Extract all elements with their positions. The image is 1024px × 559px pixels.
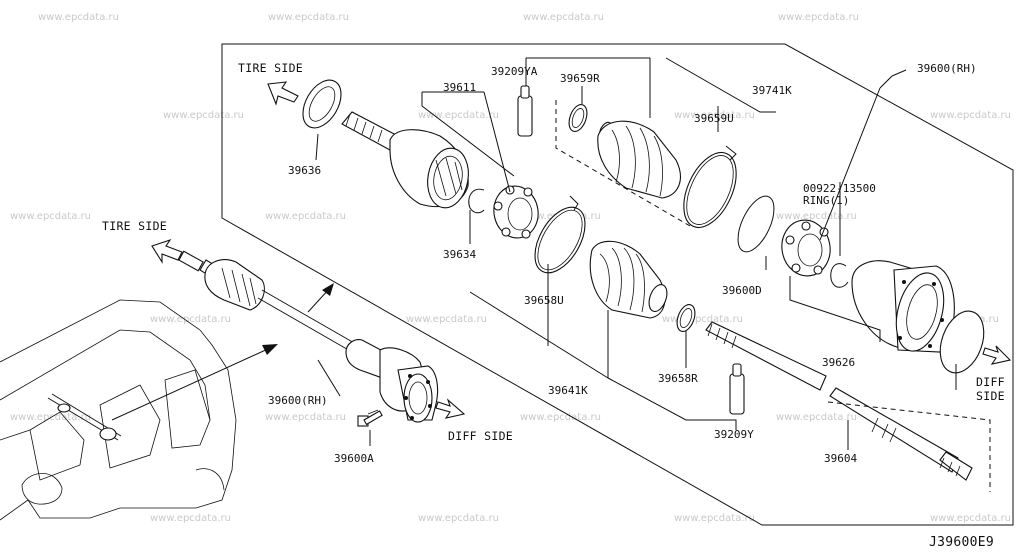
pointer-arrow	[111, 344, 278, 421]
exploded-view-frame	[221, 43, 1014, 526]
label-39209YA: 39209YA	[491, 65, 538, 78]
small-shaft-in-vehicle	[47, 393, 122, 441]
label-39600-rh-top: 39600(RH)	[917, 62, 977, 75]
watermark: www.epcdata.ru	[776, 412, 857, 423]
vehicle-outline	[0, 299, 237, 521]
watermark: www.epcdata.ru	[520, 412, 601, 423]
watermark: www.epcdata.ru	[778, 12, 859, 23]
label-39600-rh-assembly: 39600(RH)	[268, 394, 328, 407]
tire-side-label-top: TIRE SIDE	[238, 61, 303, 75]
part-39659R-shape	[568, 104, 588, 132]
part-39658U-shape	[534, 195, 586, 274]
watermark: www.epcdata.ru	[150, 513, 231, 524]
dashed-guides	[555, 100, 991, 492]
label-ring: RING(1)	[803, 194, 849, 207]
part-39604-shaft	[705, 321, 973, 481]
watermark: www.epcdata.ru	[662, 314, 743, 325]
label-39636: 39636	[288, 164, 321, 177]
label-39641K: 39641K	[548, 384, 588, 397]
tire-side-arrow-top	[267, 81, 299, 106]
label-39659R: 39659R	[560, 72, 600, 85]
part-39641K-boot	[589, 240, 668, 319]
label-39604: 39604	[824, 452, 857, 465]
watermark: www.epcdata.ru	[930, 110, 1011, 121]
watermark: www.epcdata.ru	[163, 110, 244, 121]
direction-arrow	[307, 283, 334, 313]
part-39741K-boot	[597, 120, 681, 199]
label-39600A: 39600A	[334, 452, 374, 465]
side-labels: TIRE SIDE TIRE SIDE DIFF SIDE DIFF SIDE	[102, 61, 1005, 443]
part-00922-13500-ring	[830, 263, 849, 288]
tire-side-label-left: TIRE SIDE	[102, 219, 167, 233]
part-39209YA-tube	[517, 85, 533, 137]
watermark: www.epcdata.ru	[523, 12, 604, 23]
label-39741K: 39741K	[752, 84, 792, 97]
watermark: www.epcdata.ru	[418, 513, 499, 524]
watermark: www.epcdata.ru	[418, 110, 499, 121]
part-39600D-ring	[737, 195, 775, 253]
watermark: www.epcdata.ru	[38, 12, 119, 23]
label-39611: 39611	[443, 81, 476, 94]
leader-lines	[315, 57, 957, 450]
watermark: www.epcdata.ru	[930, 513, 1011, 524]
watermark: www.epcdata.ru	[674, 110, 755, 121]
diff-side-label-right-line2: SIDE	[976, 389, 1005, 403]
bolt-39600A	[357, 409, 383, 427]
label-39634: 39634	[443, 248, 476, 261]
ball-cage	[493, 185, 539, 239]
label-39209Y: 39209Y	[714, 428, 754, 441]
label-39658R: 39658R	[658, 372, 698, 385]
diff-side-arrow-bottom	[435, 398, 466, 419]
diff-side-label-bottom: DIFF SIDE	[448, 429, 513, 443]
watermark: www.epcdata.ru	[268, 12, 349, 23]
watermark: www.epcdata.ru	[10, 211, 91, 222]
watermark: www.epcdata.ru	[265, 211, 346, 222]
watermark: www.epcdata.ru	[406, 314, 487, 325]
part-39636-shape	[302, 79, 342, 129]
inner-tripod	[781, 219, 831, 277]
watermark: www.epcdata.ru	[150, 314, 231, 325]
label-39626: 39626	[822, 356, 855, 369]
watermark: www.epcdata.ru	[776, 211, 857, 222]
watermark: www.epcdata.ru	[265, 412, 346, 423]
part-39634-shape	[468, 188, 485, 214]
part-39659U-shape	[683, 145, 737, 228]
drive-shaft-assembly	[178, 250, 439, 423]
diff-side-label-right-line1: DIFF	[976, 375, 1005, 389]
watermark: www.epcdata.ru	[674, 513, 755, 524]
diff-side-arrow-right	[982, 345, 1012, 365]
label-39659U: 39659U	[694, 112, 734, 125]
label-39658U: 39658U	[524, 294, 564, 307]
outer-joint-housing	[341, 111, 469, 209]
part-39209Y-tube	[729, 363, 745, 415]
part-39626-housing	[851, 260, 955, 353]
end-cover	[939, 310, 985, 374]
tire-side-arrow-left	[151, 238, 183, 264]
label-00922-13500: 00922-13500	[803, 182, 876, 195]
label-39600D: 39600D	[722, 284, 762, 297]
part-39658R-shape	[676, 304, 696, 332]
diagram-code: J39600E9	[929, 535, 994, 550]
part-labels: 39600(RH) 39611 39209YA 39659R 39741K 39…	[268, 62, 977, 465]
